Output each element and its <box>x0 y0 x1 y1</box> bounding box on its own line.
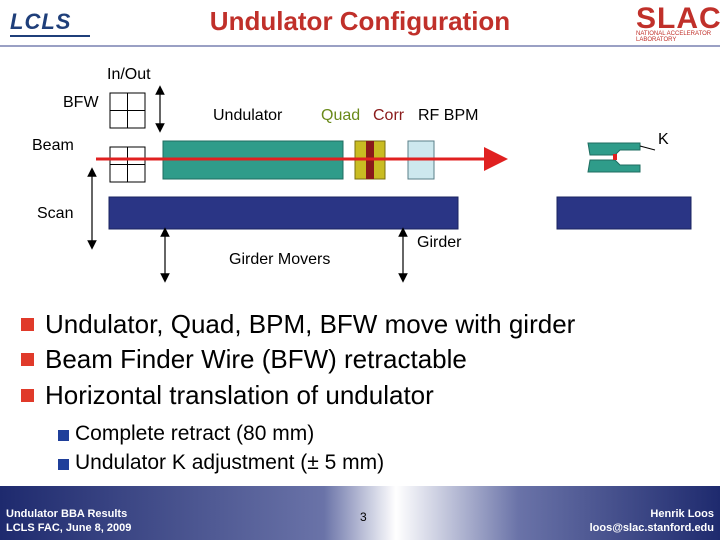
bullet-2: Beam Finder Wire (BFW) retractable <box>45 344 467 374</box>
girder-label: Girder <box>417 234 462 251</box>
girder-bar-next <box>556 196 692 230</box>
slac-logo: SLAC <box>636 2 720 35</box>
footer-right-line2: loos@slac.stanford.edu <box>589 522 714 534</box>
undulator-diagram <box>87 85 692 283</box>
sub-bullet-1: Complete retract (80 mm) <box>75 422 315 445</box>
footer-band <box>0 486 720 540</box>
footer-left-line2: LCLS FAC, June 8, 2009 <box>6 522 132 534</box>
bullet-marker <box>21 389 34 402</box>
bullet-marker <box>21 353 34 366</box>
page-number: 3 <box>360 510 367 524</box>
bullet-3: Horizontal translation of undulator <box>45 380 434 410</box>
undulator-label: Undulator <box>213 107 283 124</box>
corr-label: Corr <box>373 107 405 124</box>
bfw-retracted-icon <box>109 92 146 129</box>
title-rule <box>0 45 720 47</box>
lcls-logo-underline <box>10 35 90 37</box>
in-out-label: In/Out <box>107 66 151 83</box>
beam-label: Beam <box>32 137 74 154</box>
k-adjust-icon <box>587 142 656 173</box>
bfw-inserted-icon <box>109 146 146 183</box>
k-label: K <box>658 131 669 148</box>
footer-right-line1: Henrik Loos <box>650 508 714 520</box>
bullet-marker <box>21 318 34 331</box>
quad-label: Quad <box>321 107 361 124</box>
sub-bullet-marker <box>58 459 69 470</box>
girder-movers-label: Girder Movers <box>229 251 331 268</box>
bullet-1: Undulator, Quad, BPM, BFW move with gird… <box>45 309 576 339</box>
rf-bpm-label: RF BPM <box>418 107 479 124</box>
bfw-label: BFW <box>63 94 99 111</box>
slide-title: Undulator Configuration <box>209 6 511 36</box>
slac-logo-subtitle: NATIONAL ACCELERATOR LABORATORY <box>636 31 712 43</box>
lcls-logo: LCLS <box>10 9 72 34</box>
footer-left-line1: Undulator BBA Results <box>6 508 128 520</box>
sub-bullet-marker <box>58 430 69 441</box>
girder-bar <box>108 196 459 230</box>
sub-bullet-2: Undulator K adjustment (± 5 mm) <box>75 451 385 474</box>
scan-label: Scan <box>37 205 74 222</box>
